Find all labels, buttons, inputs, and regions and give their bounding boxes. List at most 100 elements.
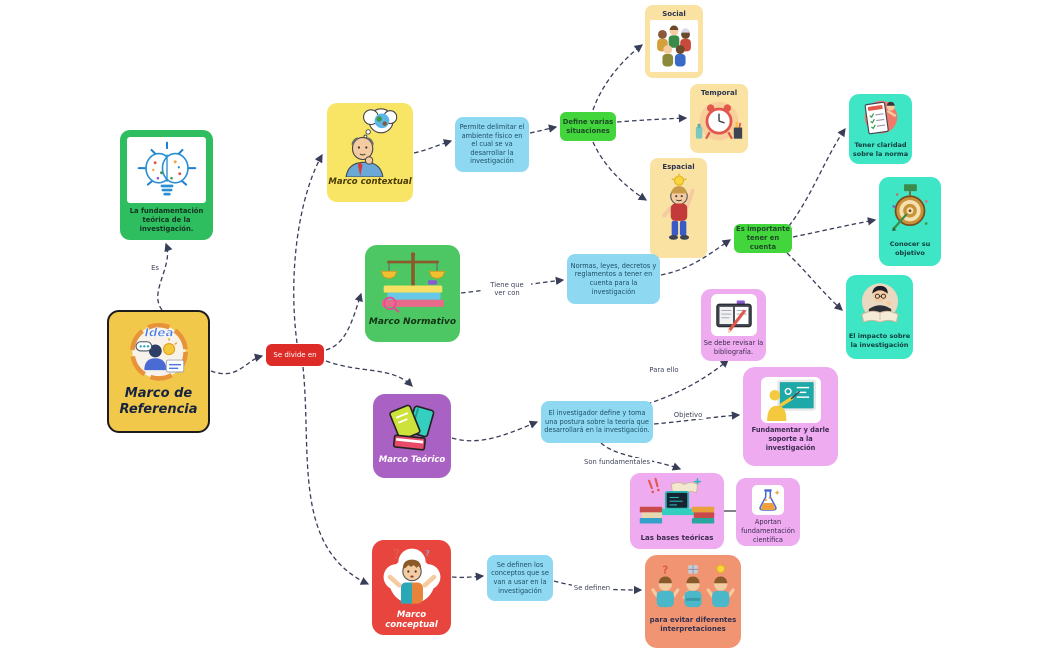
question-mark-glyph: ? bbox=[662, 565, 668, 577]
illustration-frame bbox=[127, 137, 206, 203]
thinking-man-icon bbox=[345, 108, 398, 177]
edge-define-temporal bbox=[616, 114, 688, 123]
investigador-text: El investigador define y toma una postur… bbox=[544, 409, 650, 435]
conocer-objetivo-text: Conocer su objetivo bbox=[889, 240, 931, 257]
bulb-glyph bbox=[714, 563, 727, 574]
study-desk-icon bbox=[639, 477, 715, 524]
node-es-importante[interactable]: Es importante tener en cuenta bbox=[734, 224, 792, 253]
marco-referencia-title: Marco de Referencia bbox=[119, 386, 198, 418]
permite-delimitar-text: Permite delimitar el ambiente físico en … bbox=[459, 123, 525, 166]
edge-sedivide-normativo bbox=[325, 292, 363, 351]
node-revisar-bibliografia[interactable]: Se debe revisar la bibliografía. bbox=[701, 289, 766, 361]
node-social[interactable]: Social bbox=[645, 5, 703, 78]
edge-importante-claridad bbox=[788, 127, 846, 227]
edge-referencia-sedivide bbox=[210, 353, 264, 375]
edge-sedefinen-evitar bbox=[553, 580, 643, 595]
node-se-definen-conceptos[interactable]: Se definen los conceptos que se van a us… bbox=[487, 555, 553, 601]
temporal-title: Temporal bbox=[700, 89, 738, 97]
define-situaciones-text: Define varias situaciones bbox=[562, 117, 614, 135]
brain-bulb-icon bbox=[137, 141, 196, 196]
edge-label-objetivo: Objetivo bbox=[671, 411, 705, 419]
edge-label-se-definen: Se definen bbox=[571, 584, 613, 592]
idea-badge-label: Idea bbox=[144, 325, 173, 339]
espacial-title: Espacial bbox=[662, 163, 695, 171]
illustration-frame bbox=[760, 377, 821, 423]
edge-sedivide-conceptual bbox=[302, 366, 370, 585]
edge-referencia-fundamentacion bbox=[157, 242, 173, 311]
node-temporal[interactable]: Temporal bbox=[690, 84, 748, 153]
node-evitar-interpretaciones[interactable]: ? para evita bbox=[645, 555, 741, 648]
confused-man-icon: ? ? bbox=[383, 548, 440, 604]
edge-label-para-ello: Para ello bbox=[647, 366, 681, 374]
alarm-clock-icon bbox=[695, 101, 743, 141]
edge-investigador-revisar bbox=[646, 359, 729, 405]
illustration-frame bbox=[710, 294, 757, 336]
edge-importante-impacto bbox=[786, 252, 843, 311]
edge-label-es: Es bbox=[149, 264, 161, 272]
edge-label-tiene-que-ver-con: Tiene que ver con bbox=[483, 281, 531, 297]
node-marco-normativo[interactable]: Marco Normativo bbox=[365, 245, 460, 342]
node-permite-delimitar[interactable]: Permite delimitar el ambiente físico en … bbox=[455, 117, 529, 172]
people-group-icon bbox=[657, 25, 691, 67]
node-marco-contextual[interactable]: Marco contextual bbox=[327, 103, 413, 202]
se-divide-label: Se divide en bbox=[273, 351, 317, 359]
edge-contextual-permite bbox=[413, 139, 453, 154]
reading-person-icon bbox=[860, 283, 899, 323]
normas-leyes-text: Normas, leyes, decretos y reglamentos a … bbox=[570, 261, 657, 296]
checklist-icon bbox=[864, 100, 897, 135]
node-marco-teorico[interactable]: Marco Teórico bbox=[373, 394, 451, 478]
person-idea-icon bbox=[661, 173, 695, 240]
edge-importante-conocer bbox=[792, 217, 877, 238]
edge-normativo-normas bbox=[460, 276, 565, 294]
marco-conceptual-title: Marco conceptual bbox=[385, 610, 438, 630]
justice-scales-icon bbox=[379, 252, 446, 313]
node-bases-teoricas[interactable]: Las bases teóricas bbox=[630, 473, 724, 549]
node-fundamentacion[interactable]: La fundamentación teórica de la investig… bbox=[120, 130, 213, 240]
question-mark-glyph: ? bbox=[392, 548, 399, 563]
edge-sedivide-teorico bbox=[325, 360, 413, 387]
edge-sedivide-contextual bbox=[293, 153, 323, 344]
evitar-interpretaciones-text: para evitar diferentes interpretaciones bbox=[649, 616, 737, 634]
edge-define-espacial bbox=[592, 141, 648, 201]
node-normas-leyes[interactable]: Normas, leyes, decretos y reglamentos a … bbox=[567, 254, 660, 304]
open-book-pencil-icon bbox=[715, 300, 752, 334]
marco-contextual-title: Marco contextual bbox=[328, 177, 412, 187]
node-impacto[interactable]: El impacto sobre la investigación bbox=[846, 275, 913, 359]
fundamentar-text: Fundamentar y darle soporte a la investi… bbox=[751, 426, 830, 452]
illustration-frame bbox=[650, 20, 698, 72]
node-aportan[interactable]: Aportan fundamentación científica bbox=[736, 478, 800, 546]
three-kids-icon: ? bbox=[651, 563, 735, 608]
edge-investigador-bases bbox=[600, 442, 682, 471]
aportan-text: Aportan fundamentación científica bbox=[741, 518, 795, 544]
social-title: Social bbox=[662, 10, 686, 18]
edge-investigador-fundamentar bbox=[653, 411, 741, 425]
node-se-divide[interactable]: Se divide en bbox=[266, 344, 324, 366]
edge-define-social bbox=[592, 44, 644, 111]
marco-normativo-title: Marco Normativo bbox=[368, 317, 457, 327]
node-define-situaciones[interactable]: Define varias situaciones bbox=[560, 112, 616, 141]
node-conocer-objetivo[interactable]: Conocer su objetivo bbox=[879, 177, 941, 266]
node-investigador[interactable]: El investigador define y toma una postur… bbox=[541, 401, 653, 443]
node-tener-claridad[interactable]: Tener claridad sobre la norma bbox=[849, 94, 912, 164]
tener-claridad-text: Tener claridad sobre la norma bbox=[852, 141, 909, 158]
idea-badge-icon: Idea bbox=[129, 322, 188, 381]
node-espacial[interactable]: Espacial bbox=[650, 158, 707, 258]
edge-conceptual-sedefinen bbox=[451, 572, 485, 581]
edge-normas-importante bbox=[660, 239, 732, 276]
node-fundamentar[interactable]: Fundamentar y darle soporte a la investi… bbox=[743, 367, 838, 466]
target-icon bbox=[892, 184, 928, 232]
books-stack-icon bbox=[389, 404, 435, 451]
fundamentacion-label: La fundamentación teórica de la investig… bbox=[129, 207, 204, 233]
flask-icon bbox=[759, 489, 780, 511]
puzzle-grid-glyph bbox=[688, 565, 698, 574]
question-mark-glyph: ? bbox=[425, 548, 430, 558]
impacto-text: El impacto sobre la investigación bbox=[848, 332, 911, 349]
bases-teoricas-text: Las bases teóricas bbox=[640, 534, 714, 542]
marco-teorico-title: Marco Teórico bbox=[378, 455, 446, 465]
node-marco-referencia[interactable]: Idea Marco de Referencia bbox=[107, 310, 210, 433]
node-marco-conceptual[interactable]: ? ? Marco conceptual bbox=[372, 540, 451, 635]
es-importante-text: Es importante tener en cuenta bbox=[736, 225, 790, 251]
edge-permite-define bbox=[529, 124, 558, 134]
edge-teorico-investigador bbox=[451, 420, 539, 442]
